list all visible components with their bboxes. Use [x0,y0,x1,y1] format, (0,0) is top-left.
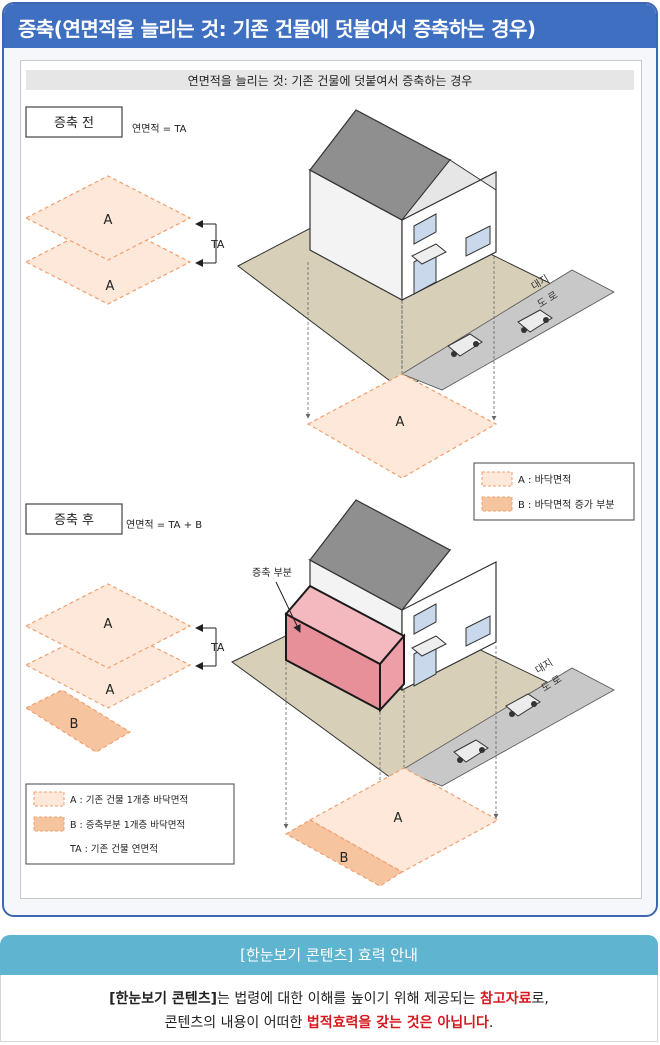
after-footprint-b-label: B [340,851,349,866]
notice-text: 는 법령에 대한 이해를 높이기 위해 제공되는 [216,991,480,1007]
legend-2-a: A : 기존 건물 1개층 바닥면적 [70,794,188,806]
legend-2-b: B : 증축부분 1개층 바닥면적 [70,819,185,831]
after-floor-upper [24,583,192,669]
legend-1-b: B : 바닥면적 증가 부분 [518,499,615,511]
addition-block [284,584,406,713]
car-icon [447,333,483,357]
notice-content-name: [한눈보기 콘텐츠] [109,991,217,1007]
before-floor-a-label: A [104,213,113,228]
before-label: 증축 전 [54,116,94,131]
after-label-box [25,503,123,535]
after-formula: 연면적 = TA + B [126,519,202,531]
after-floor-b-label: B [70,717,79,732]
before-ta-label: TA [210,238,225,251]
before-label-box [25,106,123,138]
notice-text: 로, [531,991,549,1007]
notice-body: [한눈보기 콘텐츠]는 법령에 대한 이해를 높이기 위해 제공되는 참고자료로… [0,975,658,1042]
page-header: 증축(연면적을 늘리는 것: 기존 건물에 덧붙여서 증축하는 경우) [4,4,656,48]
house-before [307,109,497,302]
legend-2-swatch-b [33,816,65,832]
notice-header-text: [한눈보기 콘텐츠] 효력 안내 [240,946,418,964]
legend-2-ta: TA : 기존 건물 연면적 [69,843,158,855]
notice-reference: 참고자료 [479,991,532,1007]
before-footprint [306,373,498,479]
legend-swatch-a [481,471,513,487]
after-floor-b [24,689,132,753]
legend-1-a: A : 바닥면적 [518,474,571,486]
notice-line-2: 콘텐츠의 내용이 어떠한 법적효력을 갖는 것은 아닙니다. [1,1012,657,1032]
notice-header: [한눈보기 콘텐츠] 효력 안내 [0,935,658,975]
legend-2-swatch-a [33,791,65,807]
after-footprint-b [284,819,404,887]
notice-legal-effect: 법적효력을 갖는 것은 아닙니다 [306,1015,489,1031]
diagram-caption: 연면적을 늘리는 것: 기존 건물에 덧붙여서 증축하는 경우 [188,74,473,88]
caption-bar [26,70,634,90]
after-label: 증축 후 [54,513,94,528]
after-road-label-1: 대지 [533,657,555,677]
car-icon [517,309,553,333]
before-floor-a-label-2: A [106,279,115,294]
before-formula: 연면적 = TA [132,123,187,135]
after-ta-label: TA [210,641,225,654]
after-floor-a-label: A [104,617,113,632]
before-road [401,269,615,391]
addition-pointer [275,581,301,633]
before-footprint-label: A [396,415,405,430]
before-floor-lower [24,219,192,305]
before-floor-upper [24,175,192,261]
after-floor-a-label-2: A [106,683,115,698]
legend-swatch-b [481,496,513,512]
after-footprint-a-label: A [394,811,403,826]
page-title: 증축(연면적을 늘리는 것: 기존 건물에 덧붙여서 증축하는 경우) [18,17,536,41]
addition-label: 증축 부분 [252,567,292,579]
car-icon [505,693,541,717]
notice-line-1: [한눈보기 콘텐츠]는 법령에 대한 이해를 높이기 위해 제공되는 참고자료로… [1,988,657,1008]
car-icon [453,739,489,763]
notice-text: 콘텐츠의 내용이 어떠한 [164,1015,307,1031]
notice-text: . [488,1015,494,1031]
diagram: 연면적을 늘리는 것: 기존 건물에 덧붙여서 증축하는 경우 증축 전 연면적… [24,70,635,887]
